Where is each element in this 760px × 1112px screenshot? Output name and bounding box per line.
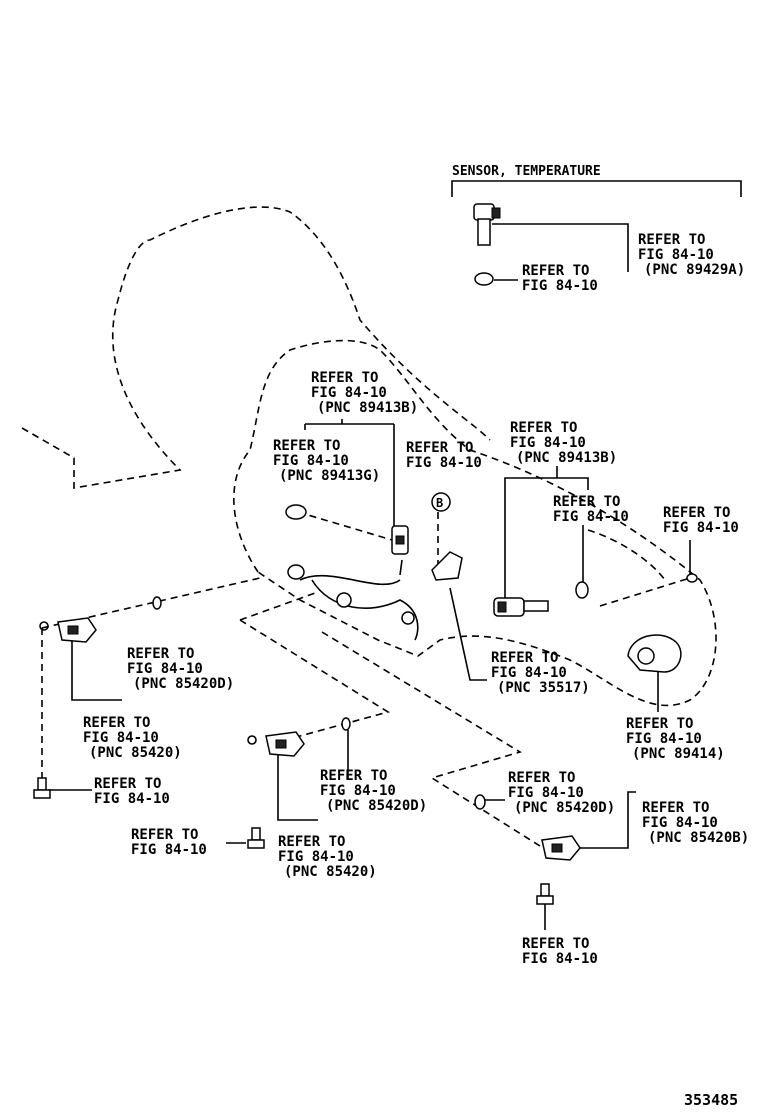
reference-label-line: (PNC 89414)	[632, 746, 725, 762]
bolt-icon	[33, 777, 51, 799]
reference-label-line: (PNC 85420D)	[514, 800, 615, 816]
reference-label-line: (PNC 89413G)	[279, 468, 380, 484]
reference-label-line: REFER TO	[491, 650, 558, 666]
reference-label-line: REFER TO	[320, 768, 387, 784]
reference-label-line: (PNC 35517)	[497, 680, 590, 696]
reference-label-line: FIG 84-10	[522, 278, 598, 294]
reference-label-line: (PNC 85420)	[89, 745, 182, 761]
bracket-icon	[431, 551, 463, 581]
circle-b-label: B	[436, 496, 443, 510]
reference-label-line: FIG 84-10	[311, 385, 387, 401]
reference-label-line: REFER TO	[406, 440, 473, 456]
reference-label-line: FIG 84-10	[406, 455, 482, 471]
section-title: SENSOR, TEMPERATURE	[452, 164, 601, 179]
reference-label-line: REFER TO	[553, 494, 620, 510]
reference-label-line: FIG 84-10	[553, 509, 629, 525]
reference-label-line: (PNC 85420)	[284, 864, 377, 880]
reference-label-line: FIG 84-10	[663, 520, 739, 536]
reference-label-line: FIG 84-10	[94, 791, 170, 807]
bolt-icon	[536, 883, 554, 905]
reference-label-line: FIG 84-10	[522, 951, 598, 967]
reference-label-line: FIG 84-10	[83, 730, 159, 746]
reference-label-line: REFER TO	[508, 770, 575, 786]
reference-label-line: FIG 84-10	[491, 665, 567, 681]
speed-sensor-icon	[391, 525, 409, 555]
reference-label-line: REFER TO	[638, 232, 705, 248]
harness-clamp-icon	[627, 634, 682, 673]
figure-number: 353485	[684, 1091, 738, 1109]
reference-label-line: FIG 84-10	[320, 783, 396, 799]
reference-label-line: FIG 84-10	[273, 453, 349, 469]
transmission-case-outline	[233, 339, 717, 707]
reference-label-line: (PNC 89429A)	[644, 262, 745, 278]
reference-label-line: REFER TO	[94, 776, 161, 792]
reference-label-line: REFER TO	[127, 646, 194, 662]
reference-label-line: REFER TO	[278, 834, 345, 850]
reference-label-line: REFER TO	[83, 715, 150, 731]
circle-b-marker	[431, 492, 451, 512]
reference-label-line: (PNC 89413B)	[516, 450, 617, 466]
reference-label-line: FIG 84-10	[642, 815, 718, 831]
temperature-sensor-icon	[473, 203, 501, 246]
grommet-icon	[285, 504, 307, 520]
reference-label-line: REFER TO	[642, 800, 709, 816]
reference-label-line: REFER TO	[522, 936, 589, 952]
reference-label-line: REFER TO	[131, 827, 198, 843]
reference-label-line: FIG 84-10	[131, 842, 207, 858]
reference-label-line: FIG 84-10	[278, 849, 354, 865]
reference-label-line: FIG 84-10	[510, 435, 586, 451]
reference-label-line: FIG 84-10	[127, 661, 203, 677]
reference-label-line: REFER TO	[510, 420, 577, 436]
reference-label-line: (PNC 85420D)	[133, 676, 234, 692]
reference-label-line: FIG 84-10	[638, 247, 714, 263]
reference-label-line: REFER TO	[626, 716, 693, 732]
reference-label-line: REFER TO	[663, 505, 730, 521]
reference-label-line: REFER TO	[311, 370, 378, 386]
reference-label-line: (PNC 89413B)	[317, 400, 418, 416]
reference-label-line: (PNC 85420B)	[648, 830, 749, 846]
o-ring-icon	[474, 272, 494, 286]
knock-sensor-right-icon	[541, 835, 581, 861]
bolt-icon	[247, 827, 265, 849]
knock-sensor-middle-icon	[247, 731, 305, 757]
reference-label-line: (PNC 85420D)	[326, 798, 427, 814]
reference-label-line: REFER TO	[522, 263, 589, 279]
revolution-sensor-icon	[493, 597, 549, 617]
reference-label-line: FIG 84-10	[626, 731, 702, 747]
section-bracket	[451, 180, 742, 197]
reference-label-line: REFER TO	[273, 438, 340, 454]
wiring-harness	[299, 559, 419, 641]
reference-label-line: FIG 84-10	[508, 785, 584, 801]
knock-sensor-left-icon	[39, 617, 97, 643]
